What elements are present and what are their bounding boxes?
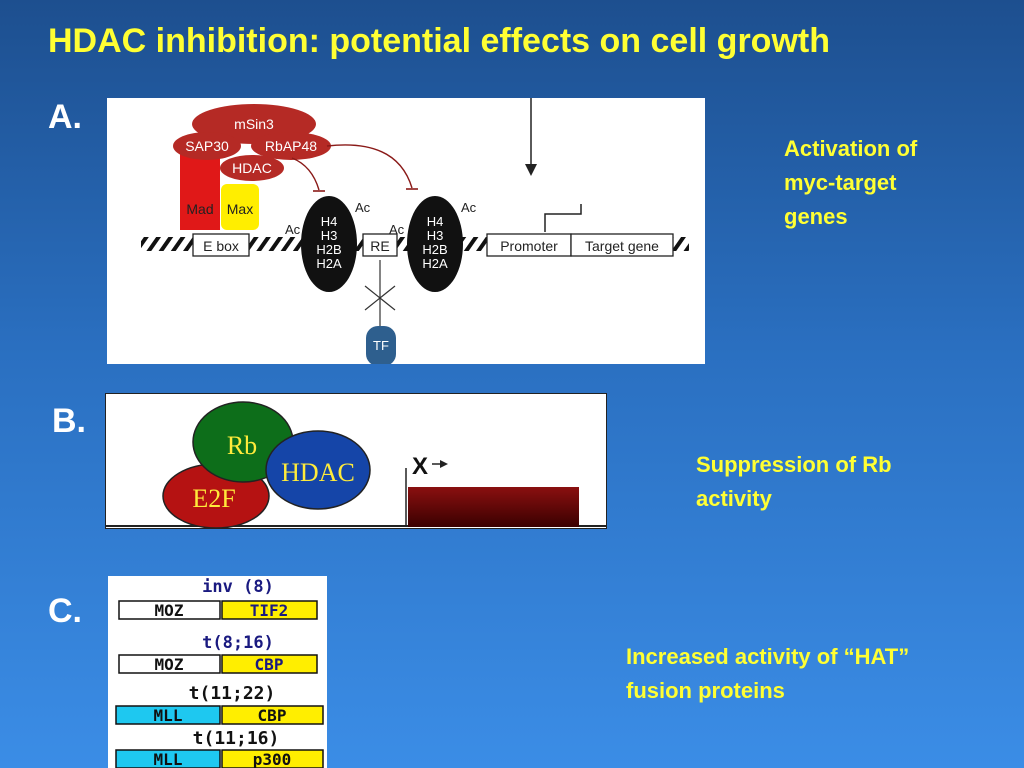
fusion-right-label: CBP bbox=[258, 706, 287, 725]
max-label: Max bbox=[227, 201, 253, 217]
section-a-description: Activation of myc-target genes bbox=[784, 132, 917, 234]
fusion-left-label: MOZ bbox=[155, 655, 184, 674]
sap30-shape bbox=[173, 132, 241, 160]
tf-shape bbox=[366, 326, 396, 364]
mad-box bbox=[180, 154, 220, 230]
fusion-left-box bbox=[118, 654, 221, 674]
fusion-left-label: MLL bbox=[154, 750, 183, 768]
rb-label: Rb bbox=[227, 431, 257, 460]
block-cross-2 bbox=[364, 285, 396, 311]
section-a-label: A. bbox=[48, 98, 82, 136]
section-a-desc-line: myc-target bbox=[784, 170, 897, 195]
translocation-name: inv (8) bbox=[202, 577, 274, 597]
diagram-a: E box RE Promoter Target gene Mad Max mS… bbox=[141, 98, 689, 364]
fusion-right-box bbox=[221, 654, 318, 674]
down-arrow-icon bbox=[525, 164, 537, 176]
fusion-right-label: CBP bbox=[255, 655, 284, 674]
diagram-b: E2F Rb HDAC X bbox=[106, 401, 606, 528]
ac-label-3: Ac bbox=[389, 222, 405, 237]
section-a-desc-line: genes bbox=[784, 204, 848, 229]
translocation-name: t(11;22) bbox=[189, 683, 276, 704]
histone-2-h2a: H2A bbox=[422, 256, 448, 271]
histone-2-h3: H3 bbox=[427, 228, 444, 243]
fusion-right-box bbox=[221, 705, 324, 725]
gene-block bbox=[408, 487, 579, 527]
diagram-b-panel: E2F Rb HDAC X bbox=[105, 393, 607, 529]
inhibition-arc-2 bbox=[326, 144, 413, 189]
max-box bbox=[221, 184, 259, 230]
histone-1-h2a: H2A bbox=[316, 256, 342, 271]
fusion-left-label: MOZ bbox=[155, 601, 184, 620]
mad-label: Mad bbox=[186, 201, 213, 217]
diagram-c: inv (8) MOZ TIF2 t(8;16) MOZ CBP t(11;22… bbox=[115, 577, 324, 768]
histone-1-h3: H3 bbox=[321, 228, 338, 243]
fusion-right-box bbox=[221, 749, 324, 768]
target-gene-box bbox=[570, 233, 674, 257]
section-b-desc-line: Suppression of Rb bbox=[696, 452, 892, 477]
fusion-left-box bbox=[115, 705, 221, 725]
section-b-label: B. bbox=[52, 402, 86, 440]
rbap48-label: RbAP48 bbox=[265, 138, 317, 154]
promoter-label: Promoter bbox=[500, 238, 558, 254]
hdac-a-shape bbox=[220, 155, 284, 181]
tf-label: TF bbox=[373, 338, 389, 353]
histone-2-h4: H4 bbox=[427, 214, 444, 229]
fusion-right-box bbox=[221, 600, 318, 620]
ac-label-2: Ac bbox=[355, 200, 371, 215]
transcription-start-icon bbox=[544, 204, 582, 232]
ebox-box bbox=[192, 233, 250, 257]
re-label: RE bbox=[370, 238, 389, 254]
histone-1-h4: H4 bbox=[321, 214, 338, 229]
fusion-right-label: TIF2 bbox=[250, 601, 289, 620]
section-c-description: Increased activity of “HAT” fusion prote… bbox=[626, 640, 909, 708]
histone-2 bbox=[407, 196, 463, 292]
histone-1-h2b: H2B bbox=[316, 242, 341, 257]
fusion-right-label: p300 bbox=[253, 750, 292, 768]
rbap48-shape bbox=[251, 132, 331, 160]
section-c-desc-line: Increased activity of “HAT” bbox=[626, 644, 910, 669]
fusion-left-box bbox=[115, 749, 221, 768]
sap30-label: SAP30 bbox=[185, 138, 229, 154]
msin3-label: mSin3 bbox=[234, 116, 274, 132]
inhibition-arc-1 bbox=[291, 157, 320, 191]
section-b-desc-line: activity bbox=[696, 486, 772, 511]
histone-2-h2b: H2B bbox=[422, 242, 447, 257]
section-a-desc-line: Activation of bbox=[784, 136, 918, 161]
hdac-b-label: HDAC bbox=[281, 458, 355, 487]
block-x-icon: X bbox=[412, 453, 428, 480]
target-gene-label: Target gene bbox=[585, 238, 659, 254]
hdac-a-label: HDAC bbox=[232, 160, 272, 176]
section-b-description: Suppression of Rb activity bbox=[696, 448, 892, 516]
translocation-name: t(11;16) bbox=[193, 728, 280, 749]
histone-1 bbox=[301, 196, 357, 292]
tss-arrow-icon bbox=[440, 460, 448, 468]
fusion-left-box bbox=[118, 600, 221, 620]
ac-label-1: Ac bbox=[285, 222, 301, 237]
ac-label-4: Ac bbox=[461, 200, 477, 215]
fusion-left-label: MLL bbox=[154, 706, 183, 725]
diagram-a-panel: E box RE Promoter Target gene Mad Max mS… bbox=[107, 98, 705, 364]
page-title: HDAC inhibition: potential effects on ce… bbox=[48, 22, 830, 60]
translocation-name: t(8;16) bbox=[202, 633, 274, 653]
hdac-b-shape bbox=[265, 430, 371, 510]
section-c-label: C. bbox=[48, 592, 82, 630]
ebox-label: E box bbox=[203, 238, 239, 254]
re-box bbox=[362, 233, 398, 257]
e2f-label: E2F bbox=[192, 484, 235, 513]
diagram-c-panel: inv (8) MOZ TIF2 t(8;16) MOZ CBP t(11;22… bbox=[108, 576, 327, 768]
section-c-desc-line: fusion proteins bbox=[626, 678, 785, 703]
